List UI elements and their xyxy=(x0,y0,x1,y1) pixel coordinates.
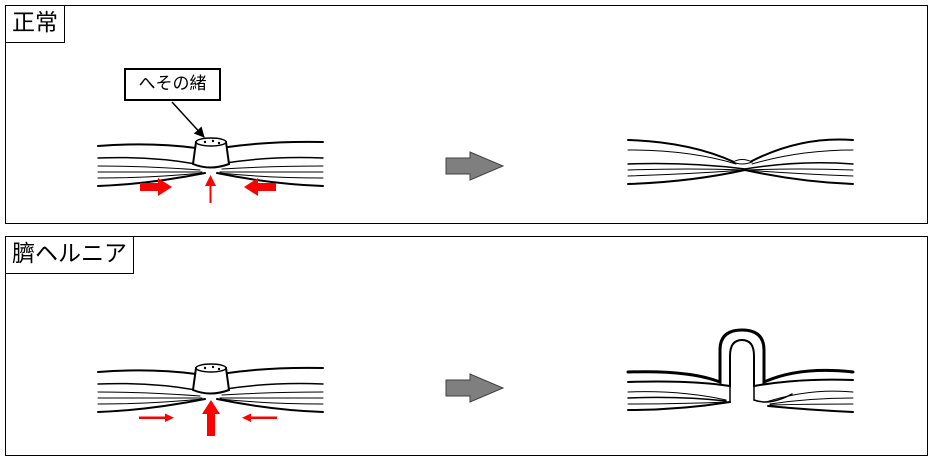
panel-label-hernia: 臍ヘルニア xyxy=(5,236,134,274)
red-arrow-up-head xyxy=(205,175,216,186)
red-arrow-up-thick-shaft xyxy=(207,412,215,436)
red-arrow-right-thin-shaft xyxy=(139,416,166,419)
red-arrow-up-shaft xyxy=(209,184,212,203)
red-arrow-up-thick-head xyxy=(202,400,220,414)
red-arrow-right-thin-head xyxy=(165,413,174,422)
hernia-abdominal-wall-with-cord xyxy=(97,363,324,413)
normal-abdominal-wall-with-cord xyxy=(97,137,324,187)
red-arrows-hernia xyxy=(139,400,277,436)
red-arrow-right xyxy=(140,178,172,196)
gray-arrow-top xyxy=(445,151,505,181)
red-arrows-normal xyxy=(140,175,276,203)
umbilical-hernia-bulge xyxy=(626,328,855,413)
gray-arrow-bottom xyxy=(445,373,505,403)
panel-label-normal: 正常 xyxy=(5,5,65,43)
callout-leader-arrow xyxy=(171,101,205,138)
red-arrow-left-thin-shaft xyxy=(250,416,277,419)
red-arrow-left xyxy=(244,178,276,196)
closed-umbilicus xyxy=(627,138,854,185)
panel-umbilical-hernia: 臍ヘルニア xyxy=(5,236,928,456)
red-arrow-left-thin-head xyxy=(242,413,251,422)
umbilical-cord-callout: へその緒 xyxy=(124,68,221,101)
